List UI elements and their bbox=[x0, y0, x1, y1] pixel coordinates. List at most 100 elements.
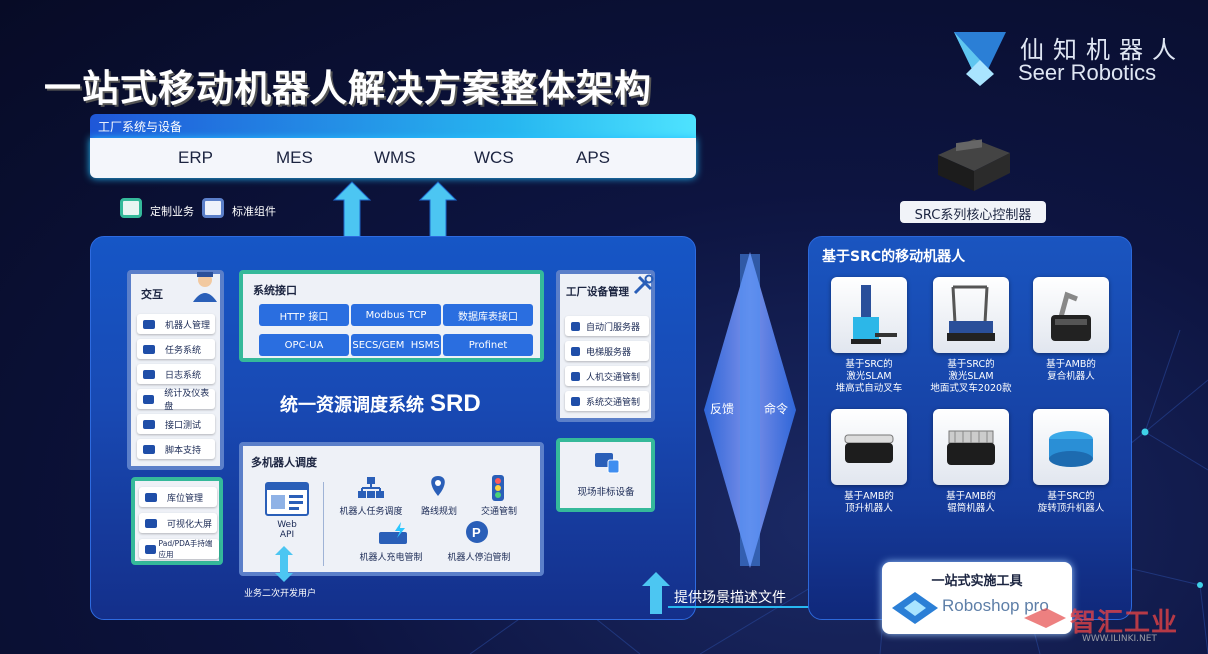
interface-chip[interactable]: HTTP 接口 bbox=[259, 304, 349, 326]
factory-header: 工厂系统与设备 bbox=[90, 114, 696, 138]
feedback-command-diamond bbox=[704, 252, 796, 568]
interaction-item[interactable]: 日志系统 bbox=[137, 364, 215, 384]
interaction-item[interactable]: 脚本支持 bbox=[137, 439, 215, 459]
dashboard-icon bbox=[143, 394, 155, 404]
ground-forklift-icon bbox=[947, 285, 995, 341]
robot-manage-icon bbox=[143, 319, 155, 329]
task-icon bbox=[143, 344, 155, 354]
system-traffic-icon bbox=[571, 396, 580, 406]
secondary-dev-label: 业务二次开发用户 bbox=[244, 589, 317, 599]
custom-item[interactable]: Pad/PDA手持端应用 bbox=[139, 539, 219, 559]
equipment-item[interactable]: 人机交通管制 bbox=[565, 366, 649, 386]
api-test-icon bbox=[143, 419, 155, 429]
interaction-item[interactable]: 接口测试 bbox=[137, 414, 215, 434]
storage-icon bbox=[145, 492, 157, 502]
traffic-label: 交通管制 bbox=[480, 507, 517, 517]
legend-standard-label: 标准组件 bbox=[232, 205, 276, 218]
multi-robot-title: 多机器人调度 bbox=[251, 456, 317, 469]
robots-title: 基于SRC的移动机器人 bbox=[822, 249, 966, 265]
equipment-item[interactable]: 系统交通管制 bbox=[565, 391, 649, 411]
charging-label: 机器人充电管制 bbox=[359, 553, 423, 563]
robot-tile-roller[interactable] bbox=[933, 409, 1009, 485]
script-icon bbox=[143, 444, 155, 454]
composite-robot-icon bbox=[1051, 291, 1091, 341]
custom-device-label: 现场非标设备 bbox=[577, 487, 635, 498]
route-label: 路线规划 bbox=[420, 507, 457, 517]
interaction-title: 交互 bbox=[141, 288, 163, 301]
devices-icon bbox=[595, 453, 620, 474]
roller-robot-icon bbox=[947, 430, 995, 465]
svg-text:P: P bbox=[472, 525, 481, 540]
robot-caption: 基于AMB的 辊筒机器人 bbox=[946, 491, 996, 514]
parking-icon: P bbox=[466, 521, 488, 543]
person-traffic-icon bbox=[571, 371, 580, 381]
interaction-custom-card: 库位管理 可视化大屏 Pad/PDA手持端应用 bbox=[131, 477, 223, 565]
interface-chip[interactable]: OPC-UA bbox=[259, 334, 349, 356]
web-api-icon bbox=[265, 482, 309, 516]
system-aps: APS bbox=[576, 148, 611, 167]
equipment-custom-card: 现场非标设备 bbox=[556, 438, 655, 512]
parking-label: 机器人停泊管制 bbox=[447, 553, 511, 563]
command-label: 命令 bbox=[764, 402, 789, 416]
robot-caption: 基于AMB的 顶升机器人 bbox=[844, 491, 894, 514]
robot-caption: 基于AMB的 复合机器人 bbox=[1046, 359, 1096, 382]
interface-chip[interactable]: Modbus TCP bbox=[351, 304, 441, 326]
dispatch-label: 机器人任务调度 bbox=[339, 507, 403, 517]
custom-item[interactable]: 可视化大屏 bbox=[139, 513, 217, 533]
robot-tile-composite[interactable] bbox=[1033, 277, 1109, 353]
robot-tile-ground-forklift[interactable] bbox=[933, 277, 1009, 353]
system-erp: ERP bbox=[178, 148, 213, 167]
system-wcs: WCS bbox=[474, 148, 514, 167]
charging-icon bbox=[379, 522, 407, 544]
secondary-dev-arrow bbox=[275, 546, 293, 582]
robot-caption: 基于SRC的 旋转顶升机器人 bbox=[1037, 491, 1105, 514]
system-interface-card: 系统接口 HTTP 接口 Modbus TCP 数据库表接口 OPC-UA SE… bbox=[239, 270, 544, 362]
interaction-item[interactable]: 统计及仪表盘 bbox=[137, 389, 215, 412]
stacker-forklift-icon bbox=[851, 285, 897, 344]
tools-icon bbox=[633, 274, 654, 295]
controller-label: SRC系列核心控制器 bbox=[900, 201, 1046, 223]
door-icon bbox=[571, 321, 580, 331]
web-api-label: Web API bbox=[277, 520, 297, 540]
legend-standard-swatch bbox=[202, 198, 224, 218]
divider bbox=[323, 482, 324, 566]
robot-tile-rotary-jacking[interactable] bbox=[1033, 409, 1109, 485]
jacking-robot-icon bbox=[844, 434, 894, 463]
scene-file-line bbox=[668, 606, 880, 608]
equipment-item[interactable]: 自动门服务器 bbox=[565, 316, 649, 336]
robot-tile-stacker-forklift[interactable] bbox=[831, 277, 907, 353]
interaction-item[interactable]: 任务系统 bbox=[137, 339, 215, 359]
tool-name: Roboshop pro bbox=[942, 596, 1049, 615]
custom-item[interactable]: 库位管理 bbox=[139, 487, 217, 507]
legend-custom-label: 定制业务 bbox=[150, 205, 194, 218]
roboshop-logo-icon bbox=[892, 592, 938, 624]
rotary-jacking-icon bbox=[1049, 431, 1093, 467]
page-title: 一站式移动机器人解决方案整体架构 bbox=[44, 67, 652, 110]
interface-chip[interactable]: SECS/GEM HSMS bbox=[351, 334, 441, 356]
src-controller-icon bbox=[938, 139, 1010, 191]
robot-tile-jacking[interactable] bbox=[831, 409, 907, 485]
system-interface-title: 系统接口 bbox=[253, 284, 297, 297]
task-dispatch-icon bbox=[358, 477, 384, 498]
equipment-title: 工厂设备管理 bbox=[566, 286, 629, 298]
seer-logo-icon bbox=[954, 32, 1006, 86]
tablet-icon bbox=[145, 544, 156, 554]
equipment-item[interactable]: 电梯服务器 bbox=[565, 341, 649, 361]
interface-chip[interactable]: 数据库表接口 bbox=[443, 304, 533, 326]
robot-caption: 基于SRC的 激光SLAM 堆高式自动叉车 bbox=[835, 359, 903, 394]
watermark-text: 智汇工业 bbox=[1070, 608, 1179, 638]
interface-chip[interactable]: Profinet bbox=[443, 334, 533, 356]
interaction-item[interactable]: 机器人管理 bbox=[137, 314, 215, 334]
scene-file-label: 提供场景描述文件 bbox=[674, 590, 786, 606]
traffic-light-icon bbox=[492, 475, 504, 501]
system-wms: WMS bbox=[374, 148, 416, 167]
logo-name-cn: 仙知机器人 bbox=[1020, 36, 1185, 64]
screen-icon bbox=[145, 518, 157, 528]
watermark-logo-icon bbox=[1024, 608, 1066, 628]
factory-systems-bar: ERP MES WMS WCS APS bbox=[90, 138, 696, 178]
log-icon bbox=[143, 369, 155, 379]
user-icon bbox=[193, 272, 217, 302]
scene-file-arrow bbox=[642, 572, 670, 614]
route-planning-icon bbox=[431, 476, 445, 496]
